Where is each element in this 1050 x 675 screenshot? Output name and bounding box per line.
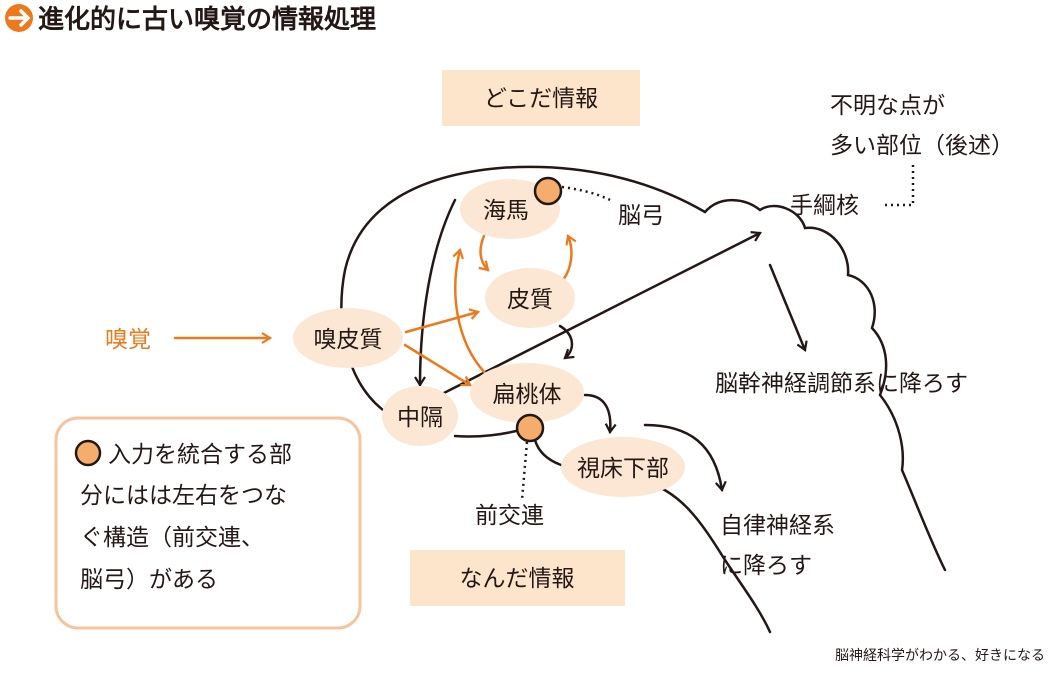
legend-line3: ぐ構造（前交連、 <box>80 525 264 551</box>
commissure-label: 前交連 <box>475 503 544 529</box>
fornix-label: 脳弓 <box>618 203 664 229</box>
amygdala-to-hippocampus-arrow <box>452 247 487 375</box>
septum-to-habenula-arrow <box>438 231 762 397</box>
hippocampus-to-septum-arrow <box>414 198 457 388</box>
hypothalamus-to-autonomic-arrow <box>643 423 727 493</box>
node-cortex <box>485 268 575 328</box>
smell-label: 嗅覚 <box>105 327 151 353</box>
brain-outline <box>340 165 947 572</box>
node-septum-label: 中隔 <box>397 405 443 431</box>
unknown-label-line2: 多い部位（後述） <box>830 133 1014 159</box>
amygdala-to-hypothalamus-arrow <box>583 393 617 435</box>
legend-line2: 分にはは左右をつな <box>80 483 287 509</box>
legend-line4: 脳弓）がある <box>80 567 218 593</box>
fornix-dot <box>533 176 563 206</box>
footer-credit: 脳神経科学がわかる、好きになる <box>835 648 1045 664</box>
what-info-label: なんだ情報 <box>460 566 575 592</box>
olfactory-to-cortex-arrow <box>404 308 480 334</box>
legend-box <box>54 416 362 630</box>
node-hippocampus-label: 海馬 <box>483 198 529 224</box>
habenula-label: 手綱核 <box>790 193 859 219</box>
autonomic-label-line2: に降ろす <box>720 553 812 579</box>
node-cortex-label: 皮質 <box>507 287 553 313</box>
commissure-dot <box>515 413 545 443</box>
autonomic-label-line1: 自律神経系 <box>720 513 835 539</box>
title-arrow-icon <box>5 4 33 32</box>
unknown-label-line1: 不明な点が <box>830 93 945 119</box>
node-hypothalamus-label: 視床下部 <box>577 456 669 482</box>
cortex-to-amygdala-arrow <box>558 324 575 360</box>
fornix-leader <box>561 185 611 202</box>
commissure-leader <box>520 441 529 501</box>
where-info-box <box>442 70 640 126</box>
page-title: 進化的に古い嗅覚の情報処理 <box>38 4 376 35</box>
brain-lower-line <box>453 428 522 438</box>
cortex-to-hippocampus-arrow <box>561 234 577 282</box>
brainstem-label: 脳幹神経調節系に降ろす <box>715 371 968 397</box>
what-info-box <box>410 550 625 606</box>
node-amygdala-label: 扁桃体 <box>493 382 562 408</box>
habenula-leader <box>885 165 915 207</box>
legend-line1: 入力を統合する部 <box>108 442 292 468</box>
node-hypothalamus <box>561 437 685 497</box>
olfactory-to-amygdala-arrow <box>403 343 472 387</box>
where-info-label: どこだ情報 <box>484 86 598 112</box>
hippocampus-to-cortex-arrow <box>478 234 490 272</box>
node-olfactory-cortex <box>293 308 403 368</box>
to-brainstem-arrow <box>768 263 808 352</box>
node-olfactory-cortex-label: 嗅皮質 <box>314 327 383 353</box>
legend-dot-icon <box>74 439 102 467</box>
node-amygdala <box>470 363 584 423</box>
node-septum <box>382 386 458 446</box>
